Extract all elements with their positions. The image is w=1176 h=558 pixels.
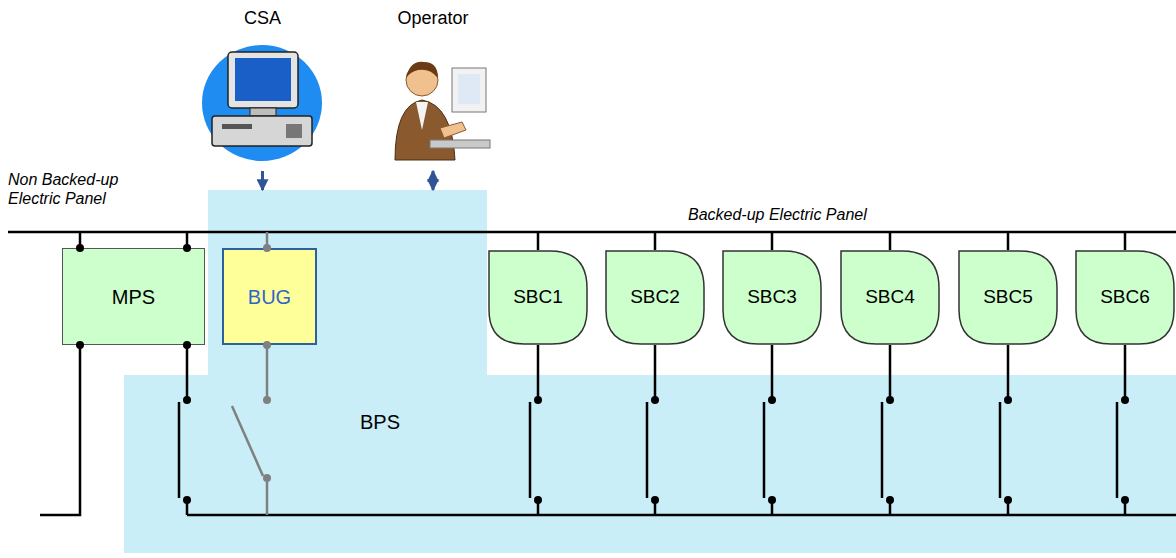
closed-switch-blade	[1116, 402, 1119, 498]
operator-monitor	[452, 68, 486, 112]
node-label: SBC1	[513, 286, 563, 309]
board-shape: SBC6	[1075, 250, 1175, 345]
operator-hand	[440, 122, 466, 138]
closed-switch-blade	[881, 402, 884, 498]
closed-switch-blade	[999, 402, 1002, 498]
junction-dot	[183, 244, 191, 252]
node-label: SBC3	[747, 286, 797, 309]
node-label: SBC6	[1100, 286, 1150, 309]
board-shape: SBC4	[840, 250, 940, 345]
operator-head	[406, 64, 438, 96]
bug-wire	[266, 232, 269, 515]
switch-contact	[534, 496, 542, 504]
region-outline	[124, 190, 1176, 553]
generator-box: BUG	[222, 248, 317, 345]
closed-switch-blade	[178, 402, 181, 498]
node-label: SBC5	[983, 286, 1033, 309]
node-label: SBC2	[630, 286, 680, 309]
computer-case	[212, 116, 312, 146]
switch-contact	[886, 496, 894, 504]
sbc-wire	[1007, 232, 1010, 515]
open-switch-blade	[232, 406, 263, 476]
operator-hair	[406, 62, 438, 78]
switch-contact	[886, 396, 894, 404]
board-shape: SBC1	[488, 250, 588, 345]
switch-contact	[263, 396, 271, 404]
switch-contact	[534, 396, 542, 404]
switch-contact	[768, 396, 776, 404]
node-label: BUG	[248, 285, 291, 309]
panel-label: Non Backed-up Electric Panel	[8, 170, 148, 208]
bottom-bus	[187, 514, 1176, 517]
board-shape: SBC3	[722, 250, 822, 345]
board-outline-path	[489, 251, 587, 344]
two-way-arrow	[432, 171, 435, 190]
board-outline-path	[841, 251, 939, 344]
switch-contact	[183, 496, 191, 504]
monitor-stand	[250, 108, 276, 116]
operator-screen	[458, 74, 480, 104]
sbc-wire	[537, 232, 540, 515]
closed-switch-blade	[763, 402, 766, 498]
switch-contact	[1121, 396, 1129, 404]
sbc-wire	[1124, 232, 1127, 515]
process-box: MPS	[62, 248, 205, 345]
sbc-wire	[889, 232, 892, 515]
region-fill	[124, 190, 1176, 553]
junction-dot	[76, 244, 84, 252]
operator-body	[395, 100, 455, 160]
panel-label: Backed-up Electric Panel	[688, 205, 867, 224]
operator-node: Operator	[378, 8, 488, 170]
board-outline-path	[1076, 251, 1174, 344]
node-label: MPS	[112, 285, 155, 309]
board-outline-path	[606, 251, 704, 344]
sbc-wire	[771, 232, 774, 515]
system-region: BPS BUG	[124, 190, 1176, 553]
board-shape: SBC2	[605, 250, 705, 345]
top-bus	[8, 231, 1176, 234]
board-outline-path	[959, 251, 1057, 344]
screen	[235, 58, 291, 101]
computer-node: CSA	[205, 8, 320, 170]
operator-icon	[395, 62, 490, 160]
non-backed-up-wire	[40, 232, 80, 515]
mps-wire	[186, 232, 189, 515]
board-shape: SBC5	[958, 250, 1058, 345]
command-arrow	[261, 171, 264, 190]
switch-contact	[768, 496, 776, 504]
operator-desk	[430, 140, 490, 148]
closed-switch-blade	[646, 402, 649, 498]
switch-contact	[1004, 496, 1012, 504]
junction-dot	[263, 341, 271, 349]
closed-switch-blade	[529, 402, 532, 498]
board-outline-path	[723, 251, 821, 344]
node-label: SBC4	[865, 286, 915, 309]
switch-contact	[651, 396, 659, 404]
switch-contact	[183, 396, 191, 404]
junction-dot	[183, 341, 191, 349]
operator-shirt	[416, 102, 428, 130]
drive-slot	[222, 124, 252, 129]
switch-contact	[1121, 496, 1129, 504]
junction-dot	[263, 244, 271, 252]
switch-contact	[1004, 396, 1012, 404]
switch-contact	[263, 474, 271, 482]
sbc-wire	[654, 232, 657, 515]
junction-dot	[76, 341, 84, 349]
vent	[286, 124, 302, 138]
icon-backdrop	[202, 45, 322, 161]
icon-caption: Operator	[397, 8, 468, 30]
node-label: BPS	[360, 410, 400, 434]
switch-contact	[651, 496, 659, 504]
monitor	[228, 52, 298, 108]
computer-icon	[202, 45, 322, 161]
icon-caption: CSA	[244, 8, 281, 30]
